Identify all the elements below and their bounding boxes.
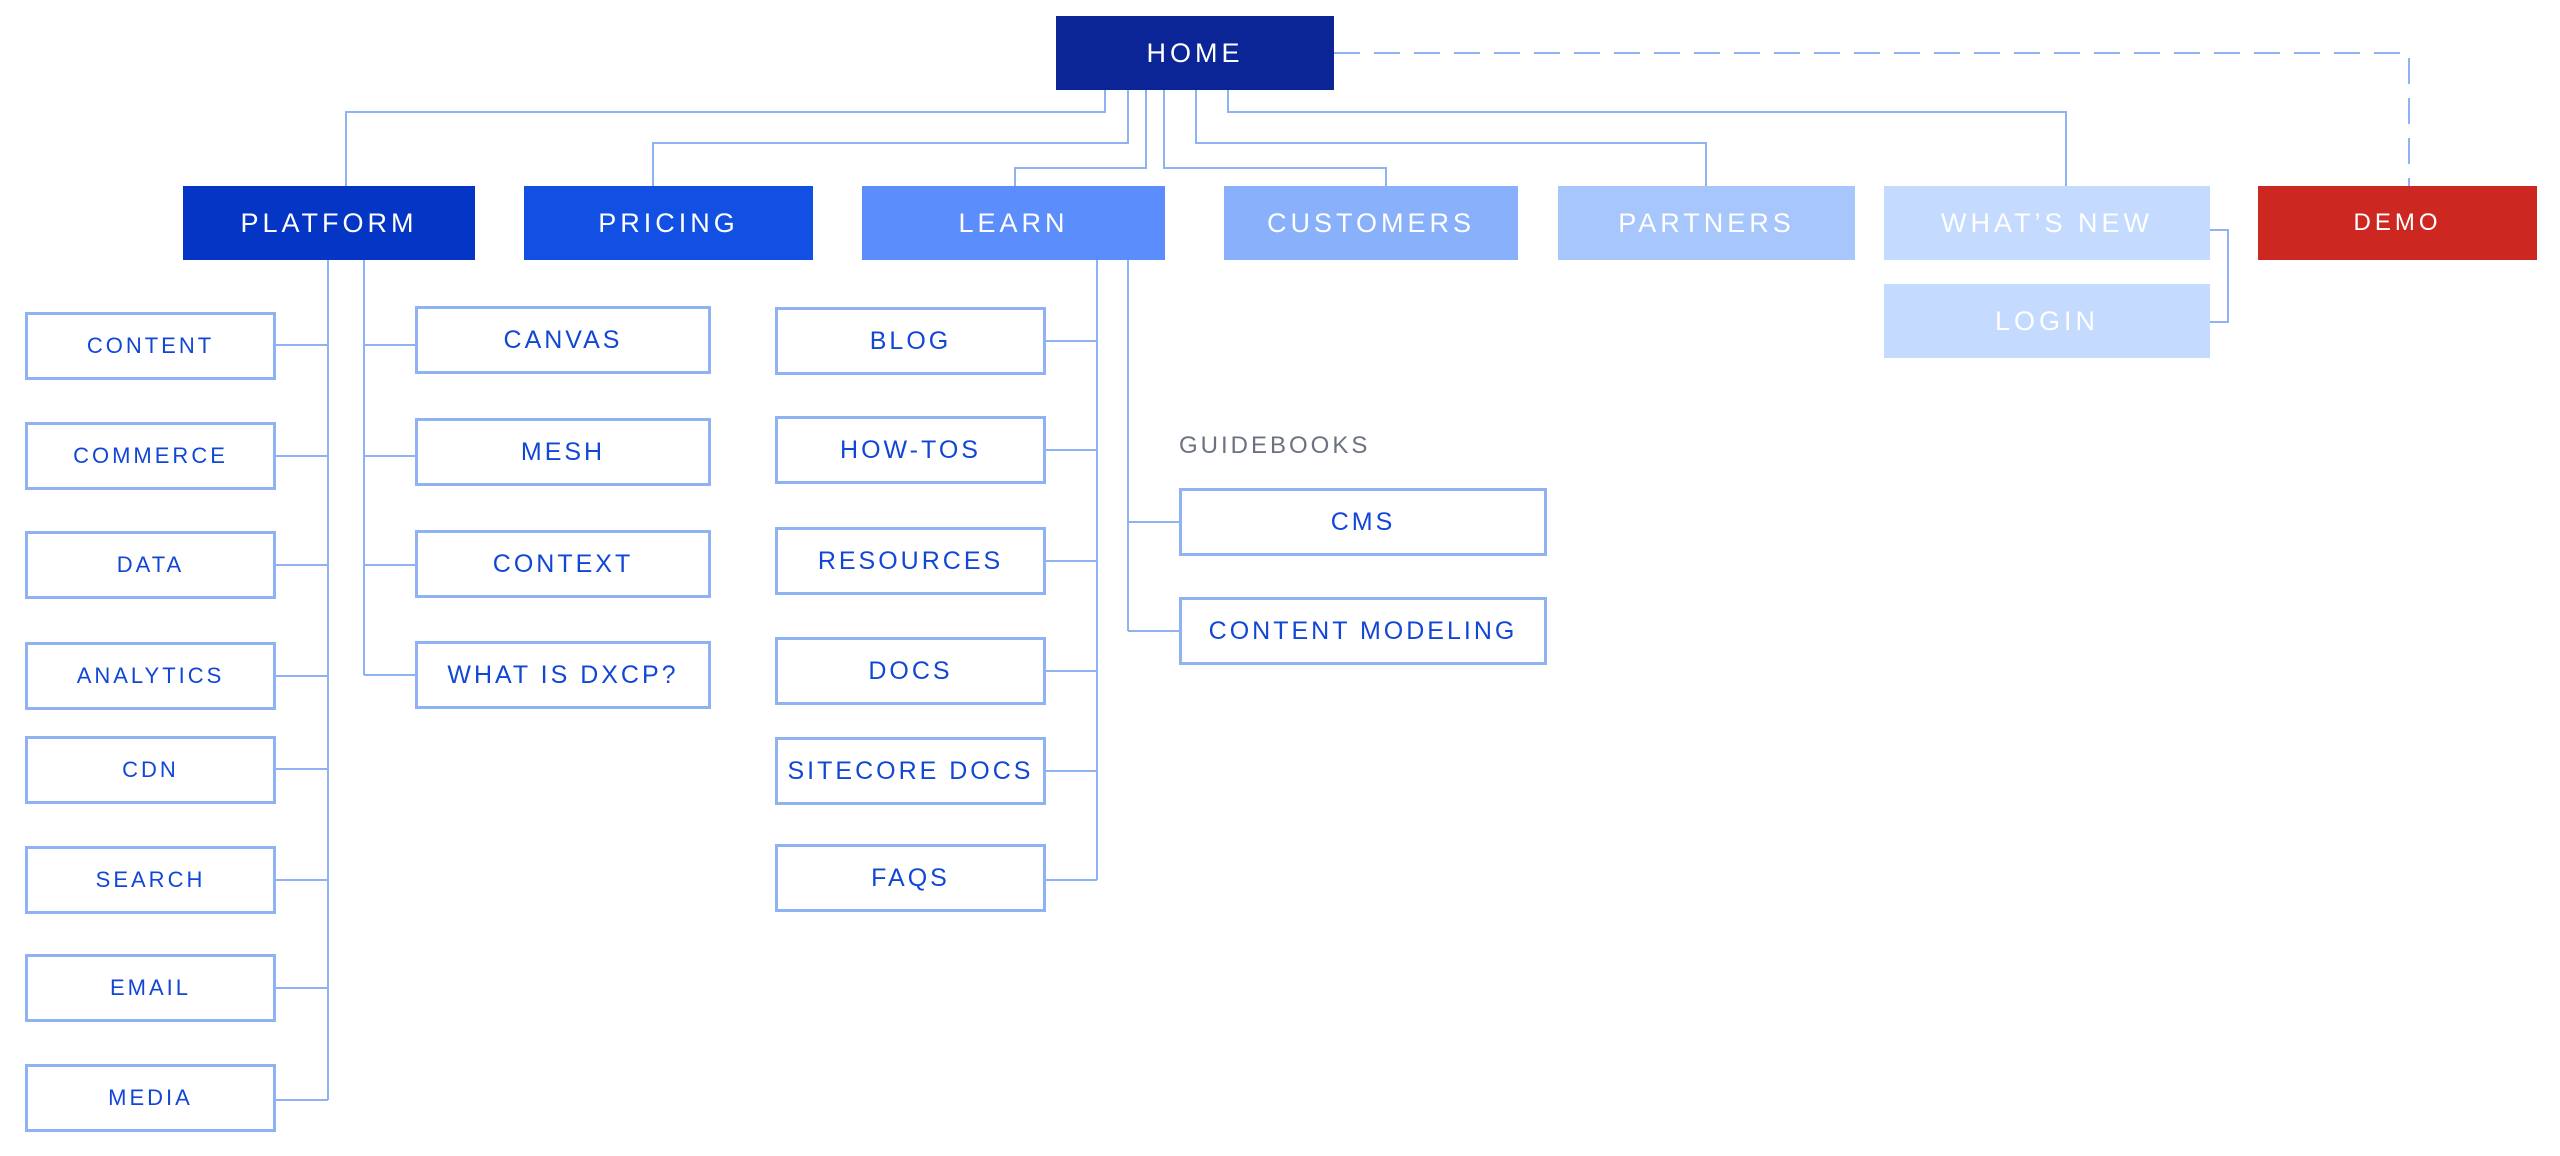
nav-demo[interactable]: DEMO (2258, 186, 2537, 260)
nav-partners[interactable]: PARTNERS (1558, 186, 1855, 260)
learn-item-docs[interactable]: DOCS (775, 637, 1046, 705)
platform-item-commerce[interactable]: COMMERCE (25, 422, 276, 490)
guidebook-item-content-modeling[interactable]: CONTENT MODELING (1179, 597, 1547, 665)
nav-customers[interactable]: CUSTOMERS (1224, 186, 1518, 260)
platform-item-cdn[interactable]: CDN (25, 736, 276, 804)
platform-item-analytics[interactable]: ANALYTICS (25, 642, 276, 710)
nav-platform[interactable]: PLATFORM (183, 186, 475, 260)
platform-item-mesh[interactable]: MESH (415, 418, 711, 486)
platform-item-canvas[interactable]: CANVAS (415, 306, 711, 374)
guidebook-item-cms[interactable]: CMS (1179, 488, 1547, 556)
platform-item-data[interactable]: DATA (25, 531, 276, 599)
platform-item-context[interactable]: CONTEXT (415, 530, 711, 598)
learn-item-faqs[interactable]: FAQS (775, 844, 1046, 912)
platform-item-content[interactable]: CONTENT (25, 312, 276, 380)
platform-item-media[interactable]: MEDIA (25, 1064, 276, 1132)
platform-item-what-is-dxcp[interactable]: WHAT IS DXCP? (415, 641, 711, 709)
platform-item-search[interactable]: SEARCH (25, 846, 276, 914)
nav-learn[interactable]: LEARN (862, 186, 1165, 260)
home-node[interactable]: HOME (1056, 16, 1334, 90)
guidebooks-heading: GUIDEBOOKS (1179, 432, 1371, 459)
learn-item-resources[interactable]: RESOURCES (775, 527, 1046, 595)
nav-pricing[interactable]: PRICING (524, 186, 813, 260)
learn-item-sitecore-docs[interactable]: SITECORE DOCS (775, 737, 1046, 805)
nav-whats-new[interactable]: WHAT’S NEW (1884, 186, 2210, 260)
learn-item-how-tos[interactable]: HOW-TOS (775, 416, 1046, 484)
platform-item-email[interactable]: EMAIL (25, 954, 276, 1022)
nav-login[interactable]: LOGIN (1884, 284, 2210, 358)
learn-item-blog[interactable]: BLOG (775, 307, 1046, 375)
